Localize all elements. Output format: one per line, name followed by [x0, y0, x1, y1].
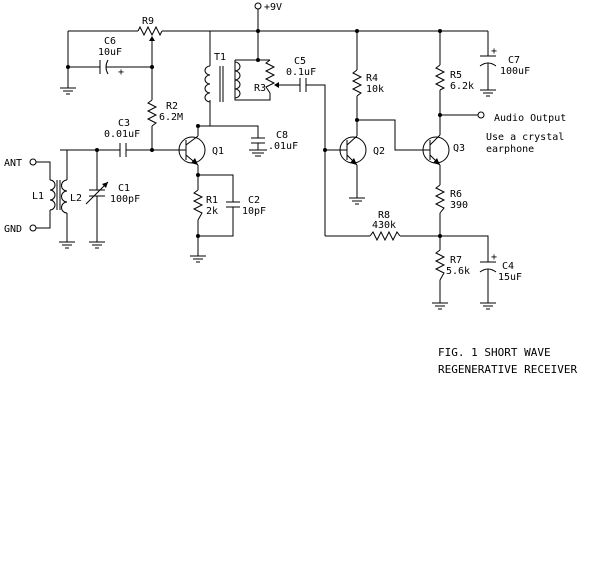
r4-value: 10k	[366, 84, 384, 95]
c7-ref: C7	[508, 55, 520, 66]
capacitor-c4: + C4 15uF	[479, 252, 522, 283]
c1-value: 100pF	[110, 194, 140, 205]
r7-value: 5.6k	[446, 266, 470, 277]
r4-ref: R4	[366, 73, 378, 84]
c2-ref: C2	[248, 195, 260, 206]
ground-icon	[432, 302, 448, 310]
capacitor-c1: C1 100pF	[85, 180, 140, 210]
r1-value: 2k	[206, 206, 218, 217]
l2-label: L2	[70, 193, 82, 204]
ground-icon	[349, 197, 365, 205]
resistor-r4: R4 10k	[351, 69, 384, 97]
resistor-r8: R8 430k	[369, 210, 401, 242]
r2-value: 6.2M	[159, 112, 183, 123]
q2-label: Q2	[373, 146, 385, 157]
c4-value: 15uF	[498, 272, 522, 283]
transistor-q3: Q3	[422, 134, 465, 166]
transformer-t1: T1	[204, 52, 241, 103]
junction-dots	[66, 29, 442, 238]
resistor-r6: R6 390	[434, 184, 468, 214]
c6-value: 10uF	[98, 47, 122, 58]
r7-ref: R7	[450, 255, 462, 266]
c5-value: 0.1uF	[286, 67, 316, 78]
resistor-r9: R9	[137, 16, 163, 45]
r6-value: 390	[450, 200, 468, 211]
transistor-q2: Q2	[339, 135, 385, 166]
r8-value: 430k	[372, 220, 396, 231]
ground-icon	[89, 241, 105, 249]
ground-icon	[480, 89, 496, 97]
audio-output-terminal	[477, 111, 485, 119]
capacitor-c2: C2 10pF	[226, 195, 266, 217]
capacitor-c5: C5 0.1uF	[286, 56, 316, 92]
resistor-r3: R3	[254, 59, 282, 94]
r5-ref: R5	[450, 70, 462, 81]
c3-ref: C3	[118, 118, 130, 129]
r6-ref: R6	[450, 189, 462, 200]
gnd-terminal	[29, 224, 37, 232]
c4-plus: +	[491, 252, 497, 263]
audio-output-note-line1: Use a crystal	[486, 132, 564, 143]
l1-label: L1	[32, 191, 44, 202]
r1-ref: R1	[206, 195, 218, 206]
c4-ref: C4	[502, 261, 514, 272]
c7-value: 100uF	[500, 66, 530, 77]
r3-label: R3	[254, 83, 266, 94]
capacitor-c3: C3 0.01uF	[104, 118, 140, 157]
coil-l1-l2: L1 L2	[32, 179, 82, 214]
ground-icon	[249, 149, 267, 157]
c3-value: 0.01uF	[104, 129, 140, 140]
r8-ref: R8	[378, 210, 390, 221]
gnd-label: GND	[4, 224, 22, 235]
resistor-r2: R2 6.2M	[146, 99, 183, 127]
c6-ref: C6	[104, 36, 116, 47]
figure-caption-line2: REGENERATIVE RECEIVER	[438, 363, 577, 376]
t1-label: T1	[214, 52, 226, 63]
ground-icon	[59, 241, 75, 249]
supply-terminal	[254, 2, 262, 10]
c8-value: .01uF	[268, 141, 298, 152]
audio-output-label: Audio Output	[494, 113, 566, 124]
r2-ref: R2	[166, 101, 178, 112]
supply-label: +9V	[264, 2, 282, 13]
capacitor-c8: C8 .01uF	[251, 130, 298, 152]
q3-label: Q3	[453, 143, 465, 154]
figure-caption-line1: FIG. 1 SHORT WAVE	[438, 346, 551, 359]
ant-label: ANT	[4, 158, 22, 169]
ground-icon	[190, 255, 206, 263]
transistor-q1: Q1	[178, 135, 224, 166]
c6-plus: +	[118, 67, 124, 78]
c8-ref: C8	[276, 130, 288, 141]
audio-output-note-line2: earphone	[486, 144, 534, 155]
c7-plus: +	[491, 46, 497, 57]
wires	[36, 9, 489, 303]
ground-symbols	[59, 87, 496, 310]
capacitor-c6: C6 10uF +	[98, 36, 124, 78]
ground-icon	[60, 87, 76, 95]
resistor-r1: R1 2k	[192, 189, 218, 221]
resistor-r7: R7 5.6k	[434, 249, 470, 281]
r5-value: 6.2k	[450, 81, 474, 92]
c1-ref: C1	[118, 183, 130, 194]
ant-terminal	[29, 158, 37, 166]
q1-label: Q1	[212, 146, 224, 157]
ground-icon	[480, 302, 496, 310]
r9-label: R9	[142, 16, 154, 27]
capacitor-c7: + C7 100uF	[479, 46, 530, 77]
resistor-r5: R5 6.2k	[434, 64, 474, 92]
c2-value: 10pF	[242, 206, 266, 217]
c5-ref: C5	[294, 56, 306, 67]
